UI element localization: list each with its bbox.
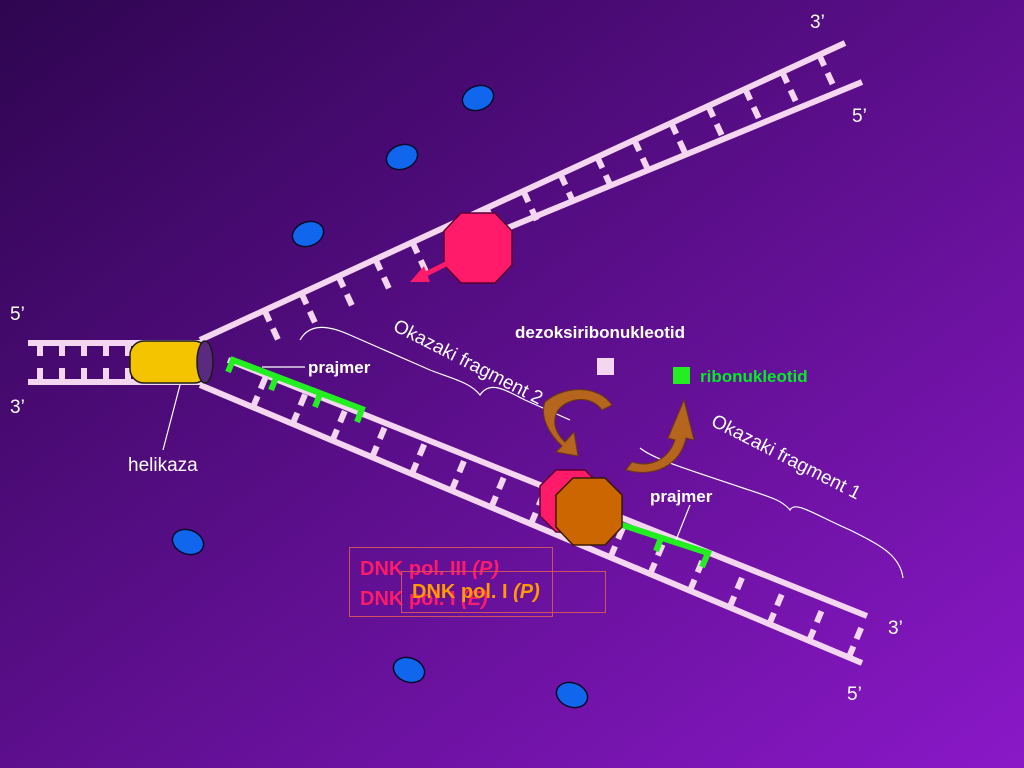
base-pair-rung: [743, 89, 753, 102]
polymerase-iii-label-box: DNK pol. III (P) DNK pol. I (E): [349, 547, 553, 617]
base-pair-rung: [687, 578, 698, 591]
helicase-cylinder-icon: [129, 340, 214, 384]
okazaki-2-brace: [299, 326, 571, 421]
base-pair-rung: [807, 628, 817, 641]
base-pair-rung: [410, 242, 421, 255]
label-deoxyribonucleotide: dezoksiribonukleotid: [515, 323, 685, 342]
base-pair-rung: [615, 526, 626, 541]
base-pair-rung: [257, 376, 269, 390]
polymerase-octagon-icon: [443, 212, 513, 284]
base-pair-rung: [706, 106, 717, 119]
parental-duplex: [28, 340, 205, 385]
base-pair-rung: [639, 156, 651, 171]
nucleotide-ellipse-icon: [171, 84, 589, 709]
base-pair-rung: [377, 426, 388, 441]
base-pair-rung: [602, 173, 614, 188]
label-primer-left: prajmer: [308, 358, 371, 377]
base-pair-rung: [787, 88, 799, 103]
leading-strand-arm: [198, 40, 864, 343]
label-bottom-right-5: 5’: [847, 684, 862, 705]
base-pair-rung: [727, 595, 738, 607]
polymerase-direction-arrow: [410, 259, 452, 282]
base-pair-rung: [297, 393, 308, 407]
polymerase-i-line1: DNK pol. I: [412, 581, 514, 603]
base-pair-rung: [853, 626, 864, 641]
primer-right-pointer: [675, 504, 691, 541]
base-pair-rung: [655, 543, 666, 557]
polymerase-i-label-box: DNK pol. I (P): [401, 571, 606, 613]
base-pair-rung: [270, 327, 281, 341]
primer-left: [225, 356, 366, 424]
base-pair-rung: [496, 476, 507, 491]
base-pair-rung: [290, 411, 301, 424]
base-pair-rung: [381, 276, 392, 290]
deoxyribonucleotide-square-icon: [597, 358, 614, 375]
label-ribonucleotide: ribonukleotid: [700, 367, 808, 386]
base-pair-rung: [250, 395, 261, 407]
cycle-arrow-icon: [543, 389, 695, 473]
base-pair-rung: [330, 428, 340, 440]
base-pair-rung: [299, 293, 310, 306]
label-left-5: 5’: [10, 304, 25, 325]
base-pair-rung: [713, 122, 725, 137]
ribonucleotide-square-icon: [673, 367, 690, 384]
base-pair-rung: [824, 71, 836, 86]
base-pair-rung: [734, 576, 745, 591]
base-pair-rung: [456, 459, 467, 474]
base-pair-rung: [780, 72, 790, 85]
primer-right: [609, 518, 713, 569]
polymerase-iii-line2: DNK pol. I: [360, 588, 462, 610]
base-pair-rung: [846, 645, 857, 657]
label-helicase: helikaza: [128, 455, 198, 476]
label-top-right-5: 5’: [852, 106, 867, 127]
polymerase-iii-line2-tag: (E): [461, 588, 488, 610]
base-pair-rung: [558, 174, 569, 187]
base-pair-rung: [529, 511, 539, 524]
base-pair-rung: [521, 191, 532, 204]
label-primer-right: prajmer: [650, 487, 713, 506]
base-pair-rung: [449, 478, 459, 490]
base-pair-rung: [767, 611, 777, 624]
base-pair-rung: [409, 461, 420, 474]
polymerase-i-line1-tag: (P): [513, 581, 540, 603]
base-pair-rung: [565, 190, 577, 205]
base-pair-rung: [307, 310, 318, 324]
base-pair-rung: [344, 293, 355, 307]
polymerase-iii-line1: DNK pol. III: [360, 558, 473, 580]
polymerase-octagon-icon: [555, 477, 623, 546]
base-pair-rung: [337, 409, 348, 424]
base-pair-rung: [416, 443, 427, 457]
base-pair-rung: [370, 445, 380, 457]
base-pair-rung: [608, 545, 618, 557]
base-pair-rung: [676, 139, 688, 154]
base-pair-rung: [669, 123, 680, 136]
helicase-pointer: [162, 384, 181, 451]
polymerase-iii-line1-tag: (P): [472, 558, 499, 580]
base-pair-rung: [774, 593, 785, 607]
base-pair-rung: [750, 105, 762, 120]
base-pair-rung: [529, 208, 540, 222]
base-pair-rung: [632, 140, 643, 153]
base-pair-rung: [373, 259, 384, 272]
base-pair-rung: [336, 276, 347, 289]
base-pair-rung: [595, 157, 606, 170]
base-pair-rung: [489, 495, 499, 507]
label-top-right-3: 3’: [810, 12, 825, 33]
label-left-3: 3’: [10, 397, 25, 418]
base-pair-rung: [648, 561, 658, 574]
base-pair-rung: [262, 310, 273, 323]
base-pair-rung: [814, 610, 825, 624]
label-bottom-right-3: 3’: [888, 618, 903, 639]
okazaki-1-brace: [639, 447, 904, 579]
base-pair-rung: [817, 55, 827, 68]
